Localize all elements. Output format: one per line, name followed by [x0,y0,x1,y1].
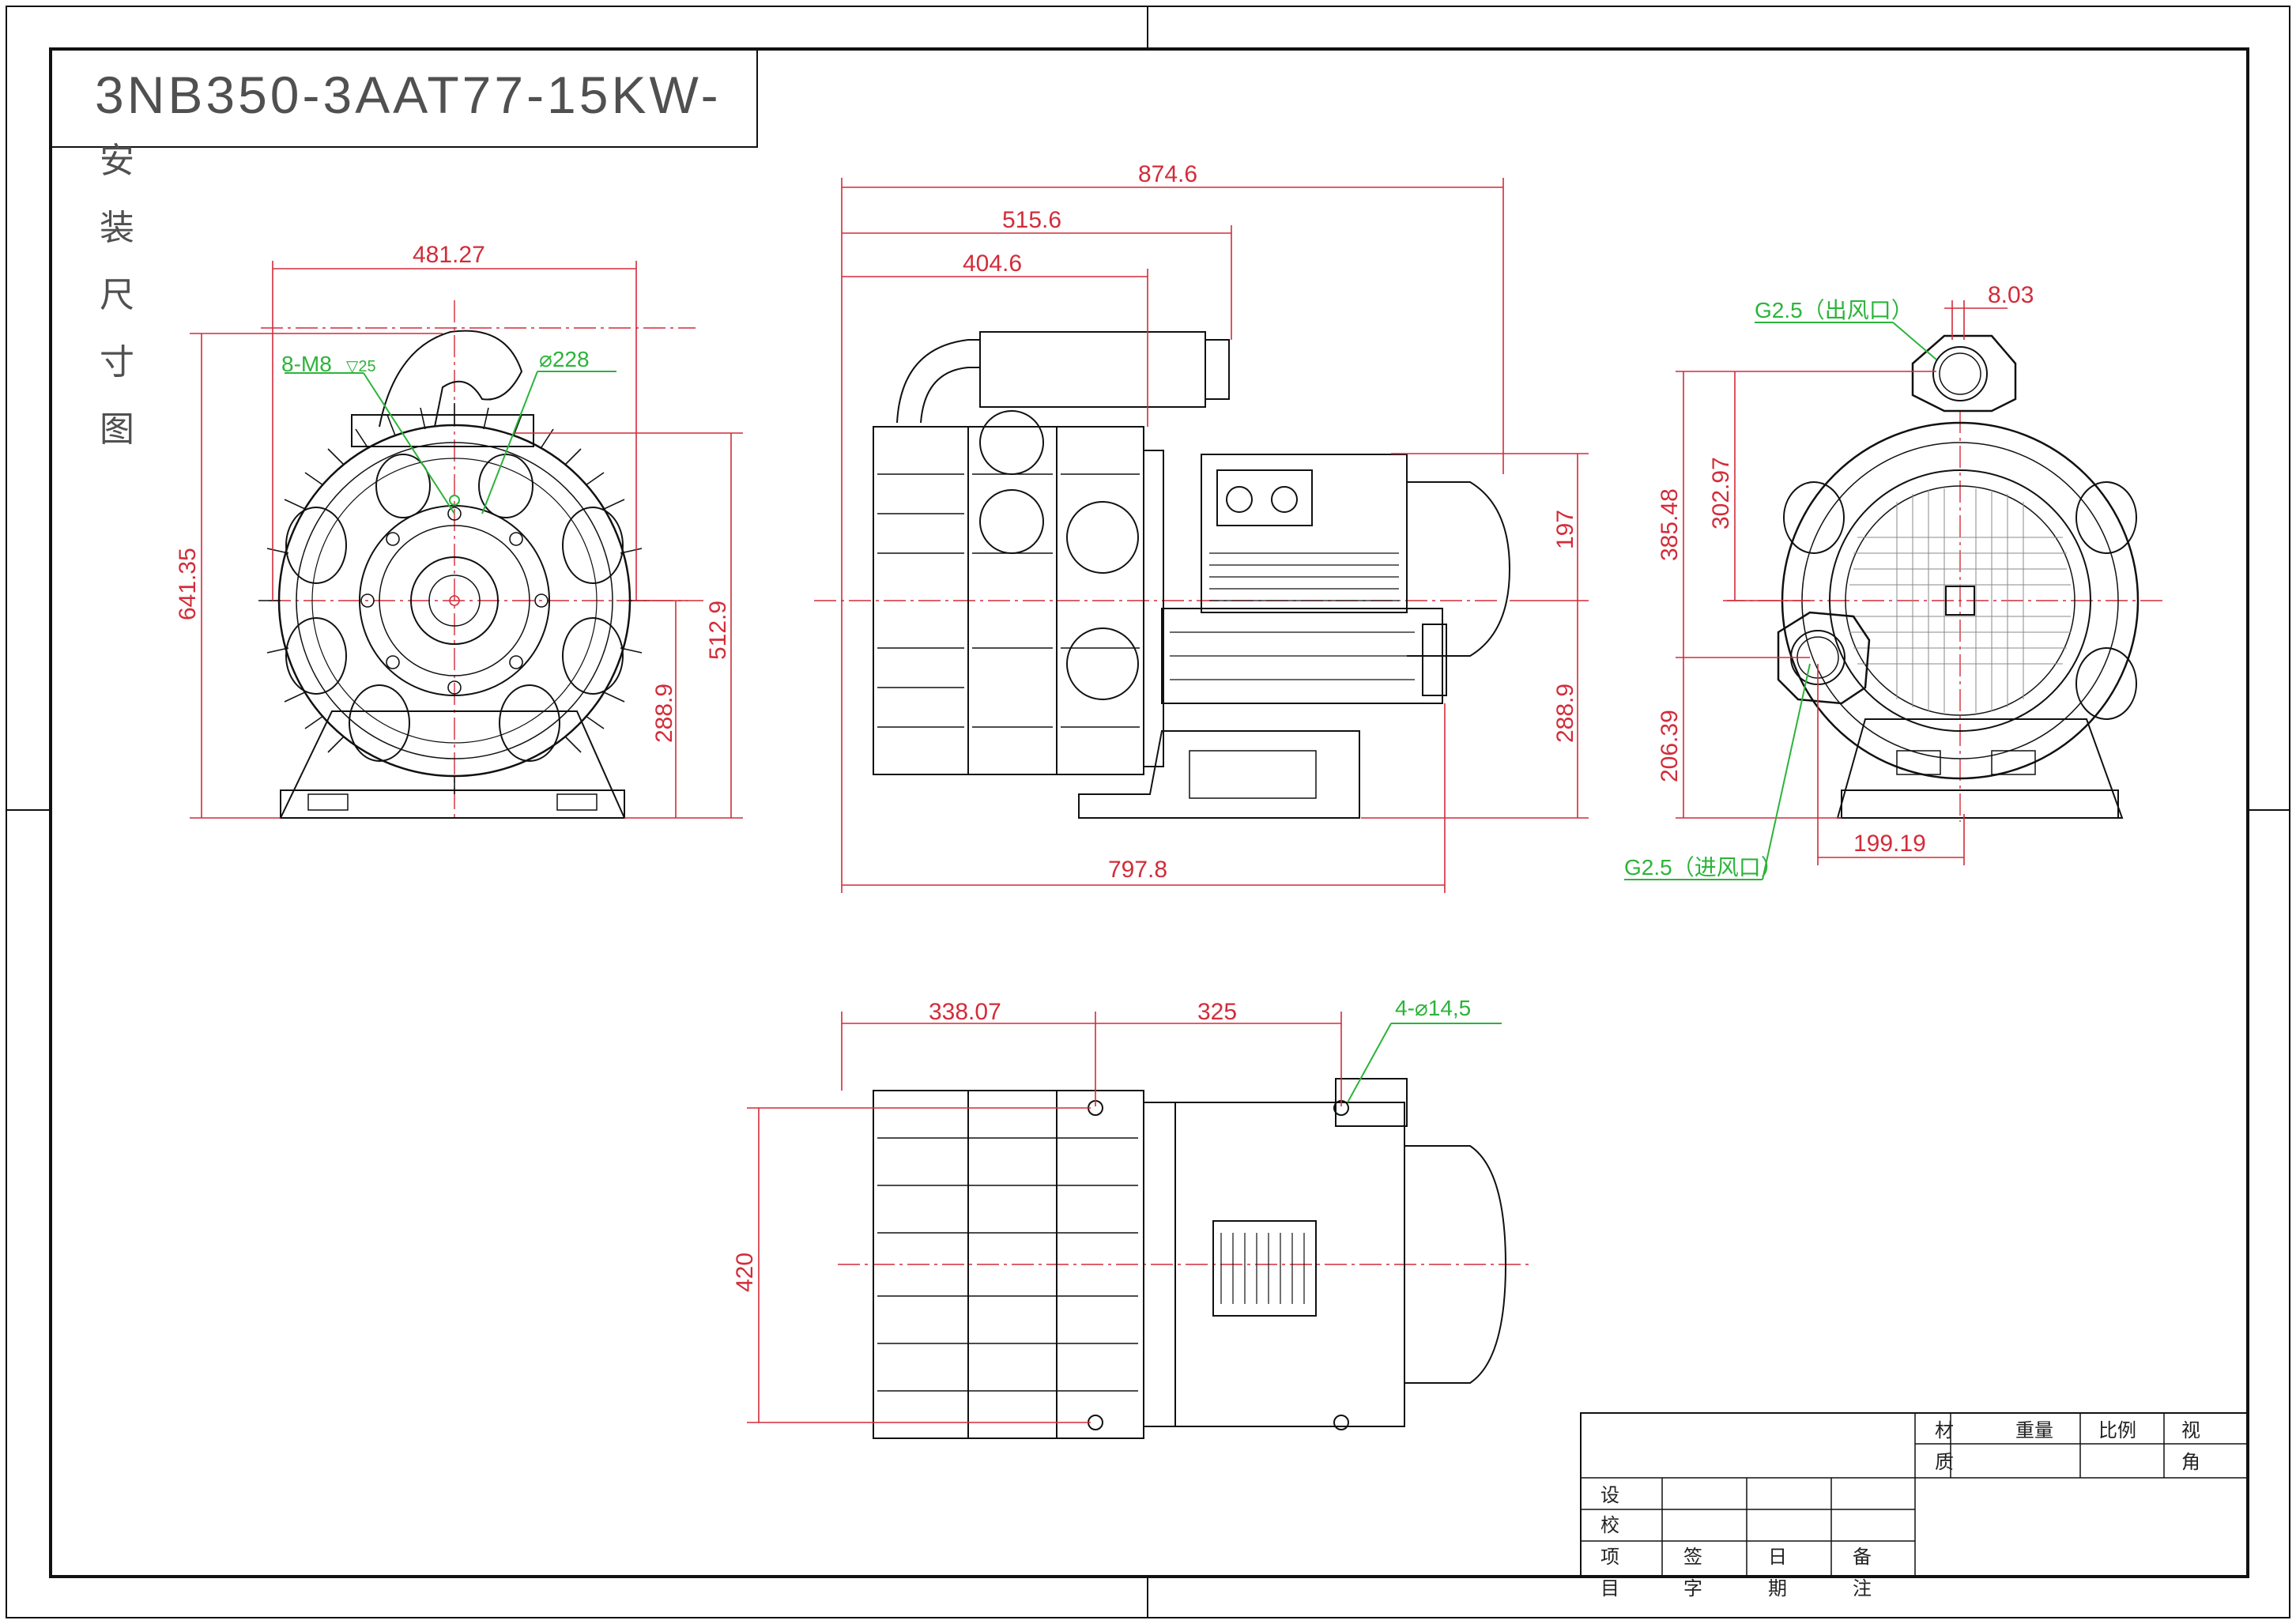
dim-512: 512.9 [705,601,731,660]
callout-bolt-depth: ▽25 [346,358,376,375]
callout-holes: 4-⌀14,5 [1395,996,1471,1020]
tb-material: 材 [1935,1419,1954,1441]
tb-check: 校 [1600,1514,1619,1536]
tb-view: 视 [2181,1419,2200,1441]
dim-288-left: 288.9 [651,684,677,743]
dim-515: 515.6 [1002,207,1061,233]
subtitle-char-1: 安 [100,141,134,181]
dim-8: 8.03 [1988,282,2034,308]
callout-bolts: 8-M8 [281,352,332,376]
title-box: 3NB350-3AAT77-15KW- 安 装 尺 寸 图 [50,48,758,450]
tb-remark: 备 [1853,1546,1872,1568]
title-block: 材 质 重量 比例 视 角 设 校 项 目 签 字 日 期 备 注 [1580,1412,2249,1600]
tb-date2: 期 [1768,1577,1787,1600]
dim-797: 797.8 [1108,857,1167,883]
dim-874: 874.6 [1138,161,1197,187]
subtitle-char-2: 装 [100,208,134,248]
subtitle-char-3: 尺 [100,275,134,315]
top-view: 338.07 325 420 4-⌀14,5 [732,996,1533,1439]
dim-288-front: 288.9 [1552,684,1578,743]
subtitle-char-4: 寸 [100,342,134,382]
callout-flange-dia: ⌀228 [539,347,590,371]
dim-481: 481.27 [413,242,485,268]
tb-design: 设 [1600,1484,1619,1506]
dim-325: 325 [1197,999,1237,1025]
dim-385: 385.48 [1657,488,1683,561]
dim-404: 404.6 [963,251,1022,277]
dim-206: 206.39 [1657,710,1683,782]
dim-641: 641.35 [175,548,201,620]
tb-item2: 目 [1600,1577,1619,1600]
dim-420: 420 [732,1253,758,1292]
drawing-title: 3NB350-3AAT77-15KW- [95,66,722,124]
callout-outlet: G2.5（出风口） [1755,298,1913,322]
tb-item: 项 [1600,1546,1619,1568]
sheet-border [6,6,2290,1618]
subtitle-char-5: 图 [100,409,134,450]
tb-date: 日 [1768,1546,1787,1568]
dim-302: 302.97 [1708,457,1734,529]
left-end-view: 481.27 641.35 512.9 288.9 8-M8 ▽25 ⌀228 [175,242,743,822]
front-view: 874.6 515.6 404.6 797.8 197 288.9 [814,161,1589,893]
tb-sign2: 字 [1683,1577,1702,1600]
tb-sign: 签 [1683,1546,1702,1568]
tb-remark2: 注 [1853,1577,1872,1600]
callout-inlet: G2.5（进风口） [1624,855,1783,880]
dim-199: 199.19 [1853,831,1926,857]
tb-weight: 重量 [2015,1419,2053,1441]
tb-view-sub: 角 [2181,1451,2200,1473]
dim-338: 338.07 [929,999,1001,1025]
tb-quality: 质 [1935,1451,1954,1473]
tb-scale: 比例 [2098,1419,2136,1441]
dim-197: 197 [1552,510,1578,549]
right-end-view: 8.03 385.48 302.97 206.39 199.19 G2.5（出风… [1624,282,2166,880]
